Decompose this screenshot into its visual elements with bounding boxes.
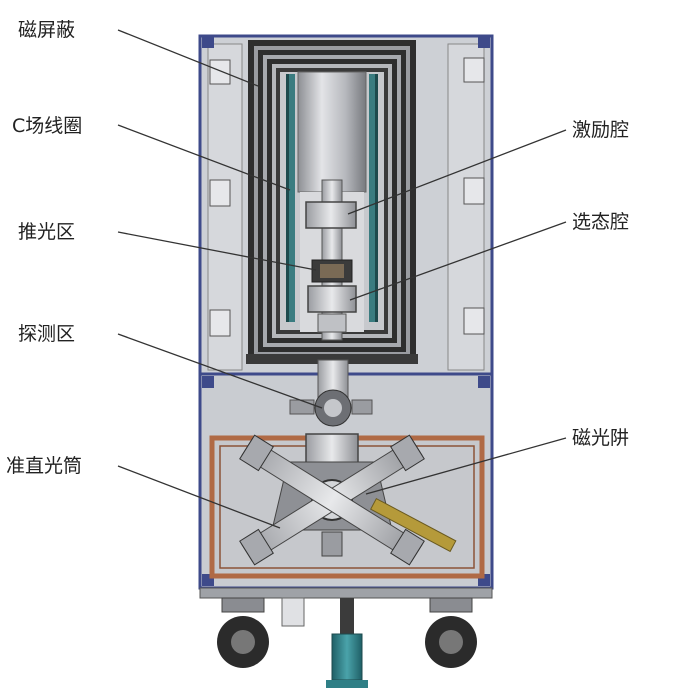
magneto-optical-trap	[239, 433, 457, 566]
leader-lines	[117, 29, 567, 529]
c-field-coil	[286, 74, 378, 322]
leader-excitation-cavity	[347, 129, 567, 215]
label-excitation-cavity: 激励腔	[572, 119, 629, 141]
leader-detection-zone	[117, 333, 323, 409]
leader-pumping-zone	[117, 231, 317, 271]
leader-collimator-tube	[117, 465, 281, 529]
leader-magneto-optical-trap	[365, 437, 567, 495]
leader-magnetic-shield	[117, 29, 259, 87]
vacuum-tube	[297, 71, 367, 341]
excitation-cavity-block	[305, 201, 357, 229]
label-c-field-coil: C场线圈	[12, 115, 82, 137]
label-magneto-optical-trap: 磁光阱	[572, 427, 629, 449]
label-pumping-zone: 推光区	[18, 221, 75, 243]
state-selection-cavity-block	[307, 285, 357, 313]
leader-state-selection-cavity	[349, 221, 567, 301]
leader-c-field-coil	[117, 124, 291, 191]
label-state-selection-cavity: 选态腔	[572, 211, 629, 233]
base-and-wheels	[199, 587, 493, 688]
label-collimator-tube: 准直光筒	[6, 455, 82, 477]
label-detection-zone: 探测区	[18, 323, 75, 345]
label-magnetic-shield: 磁屏蔽	[18, 19, 75, 41]
